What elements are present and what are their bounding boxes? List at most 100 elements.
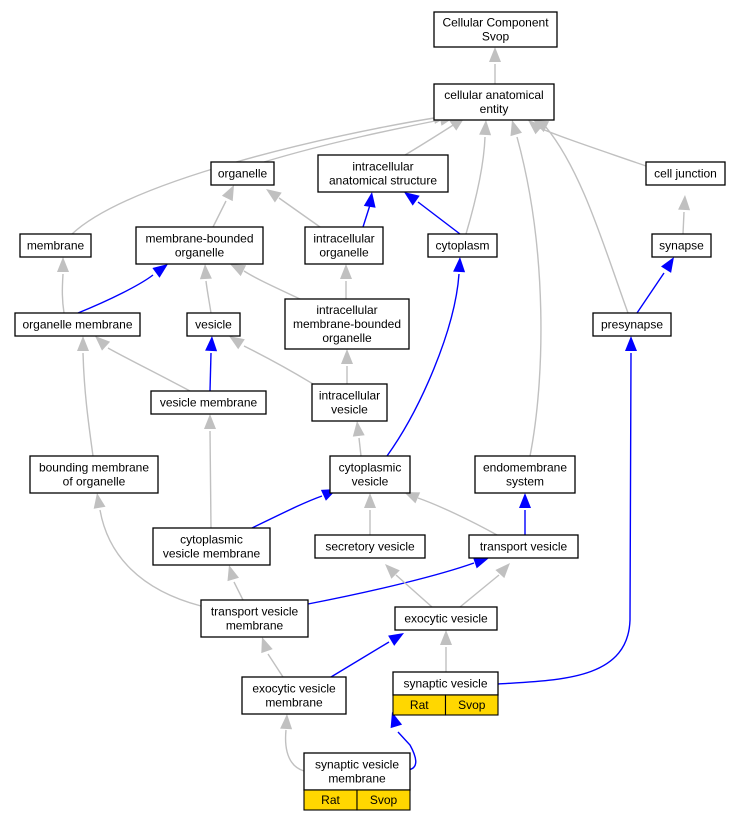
- edge-line: [497, 352, 632, 685]
- node-box: [317, 154, 449, 193]
- edge-n16-to-n10-is-a: [77, 336, 94, 457]
- node-label-line: organelle: [322, 331, 372, 345]
- node-box: [394, 606, 498, 631]
- edge-n17-to-n8-part-of: [386, 257, 466, 457]
- edge-line: [544, 125, 629, 314]
- arrowhead-icon: [341, 349, 353, 364]
- node-label-line: membrane: [265, 696, 323, 710]
- edge-n1-to-n0-is-a: [489, 47, 501, 84]
- edge-line: [267, 653, 284, 678]
- edge-line: [358, 437, 362, 457]
- node-label-line: membrane-bounded: [293, 317, 401, 331]
- node-transport-vesicle[interactable]: transport vesicle: [468, 534, 579, 559]
- edges-layer: [57, 47, 691, 772]
- edge-n10-to-n6-part-of: [77, 264, 168, 314]
- edge-line: [284, 729, 305, 772]
- node-box: [329, 455, 411, 494]
- node-box: [433, 11, 558, 48]
- node-label-line: vesicle membrane: [163, 547, 261, 561]
- edge-n18-to-n1-is-a: [510, 120, 542, 457]
- node-organelle[interactable]: organelle: [210, 161, 275, 186]
- node-cytoplasm[interactable]: cytoplasm: [427, 233, 498, 258]
- edge-line: [417, 201, 461, 235]
- node-box: [241, 676, 347, 715]
- annotation-cell-label: Rat: [321, 793, 340, 807]
- node-label-line: transport vesicle: [480, 540, 568, 554]
- edge-line: [404, 121, 459, 156]
- edge-n12-to-n6-is-a: [230, 264, 301, 300]
- node-vesicle[interactable]: vesicle: [186, 312, 241, 337]
- edge-n9-to-n4-is-a: [678, 195, 691, 235]
- node-presynapse[interactable]: presynapse: [592, 312, 672, 337]
- edge-line: [397, 731, 417, 771]
- edge-line: [636, 272, 665, 314]
- node-synapse[interactable]: synapse: [651, 233, 712, 258]
- arrowhead-icon: [453, 257, 466, 273]
- arrowhead-icon: [385, 564, 400, 579]
- node-label-line: Svop: [482, 30, 510, 44]
- annotation-cell-label: Svop: [458, 698, 486, 712]
- arrowhead-icon: [678, 195, 691, 211]
- edge-line: [233, 581, 244, 601]
- node-label-line: organelle: [218, 167, 268, 181]
- arrowhead-icon: [95, 336, 111, 351]
- edge-n8-to-n3-part-of: [404, 192, 461, 235]
- arrowhead-icon: [280, 714, 293, 730]
- edge-n6-to-n2-is-a: [212, 185, 234, 228]
- edge-line: [516, 136, 542, 457]
- node-secretory-vesicle[interactable]: secretory vesicle: [314, 534, 426, 559]
- node-exocytic-vesicle[interactable]: exocytic vesicle: [394, 606, 498, 631]
- node-organelle-membrane[interactable]: organelle membrane: [14, 312, 141, 337]
- edge-line: [386, 273, 460, 457]
- node-box: [200, 599, 309, 638]
- node-label-line: entity: [480, 102, 509, 116]
- node-box: [433, 83, 555, 121]
- node-label-line: transport vesicle: [211, 605, 299, 619]
- edge-n24-to-n22-is-a: [261, 637, 284, 678]
- node-vesicle-membrane[interactable]: vesicle membrane: [150, 390, 267, 415]
- node-label-line: synaptic vesicle: [315, 758, 399, 772]
- node-membrane[interactable]: membrane: [19, 233, 92, 258]
- edge-n8-to-n1-is-a: [465, 120, 492, 235]
- node-box: [314, 534, 426, 559]
- arrowhead-icon: [404, 492, 421, 504]
- node-cell-junction[interactable]: cell junction: [645, 161, 726, 186]
- node-box: [474, 455, 576, 494]
- node-box: [152, 527, 271, 566]
- arrowhead-icon: [205, 336, 218, 352]
- edge-line: [82, 352, 94, 457]
- edge-line: [534, 125, 647, 167]
- edge-n20-to-n17-is-a: [364, 493, 376, 535]
- edge-n26-to-n24-is-a: [280, 714, 305, 772]
- edge-line: [209, 352, 212, 392]
- node-label-line: vesicle: [195, 318, 232, 332]
- edge-line: [330, 641, 390, 678]
- node-label-line: exocytic vesicle: [252, 682, 336, 696]
- node-label-line: membrane-bounded: [145, 232, 253, 246]
- edge-n21-to-n18-part-of: [519, 493, 531, 535]
- node-box: [19, 233, 92, 258]
- edge-n23-to-n21-is-a: [459, 563, 510, 608]
- arrowhead-icon: [390, 712, 403, 729]
- edge-line: [243, 270, 301, 300]
- node-label-line: membrane: [226, 619, 284, 633]
- node-label-line: membrane: [328, 772, 386, 786]
- edge-n15-to-n11-is-a: [229, 336, 314, 385]
- node-box: [150, 390, 267, 415]
